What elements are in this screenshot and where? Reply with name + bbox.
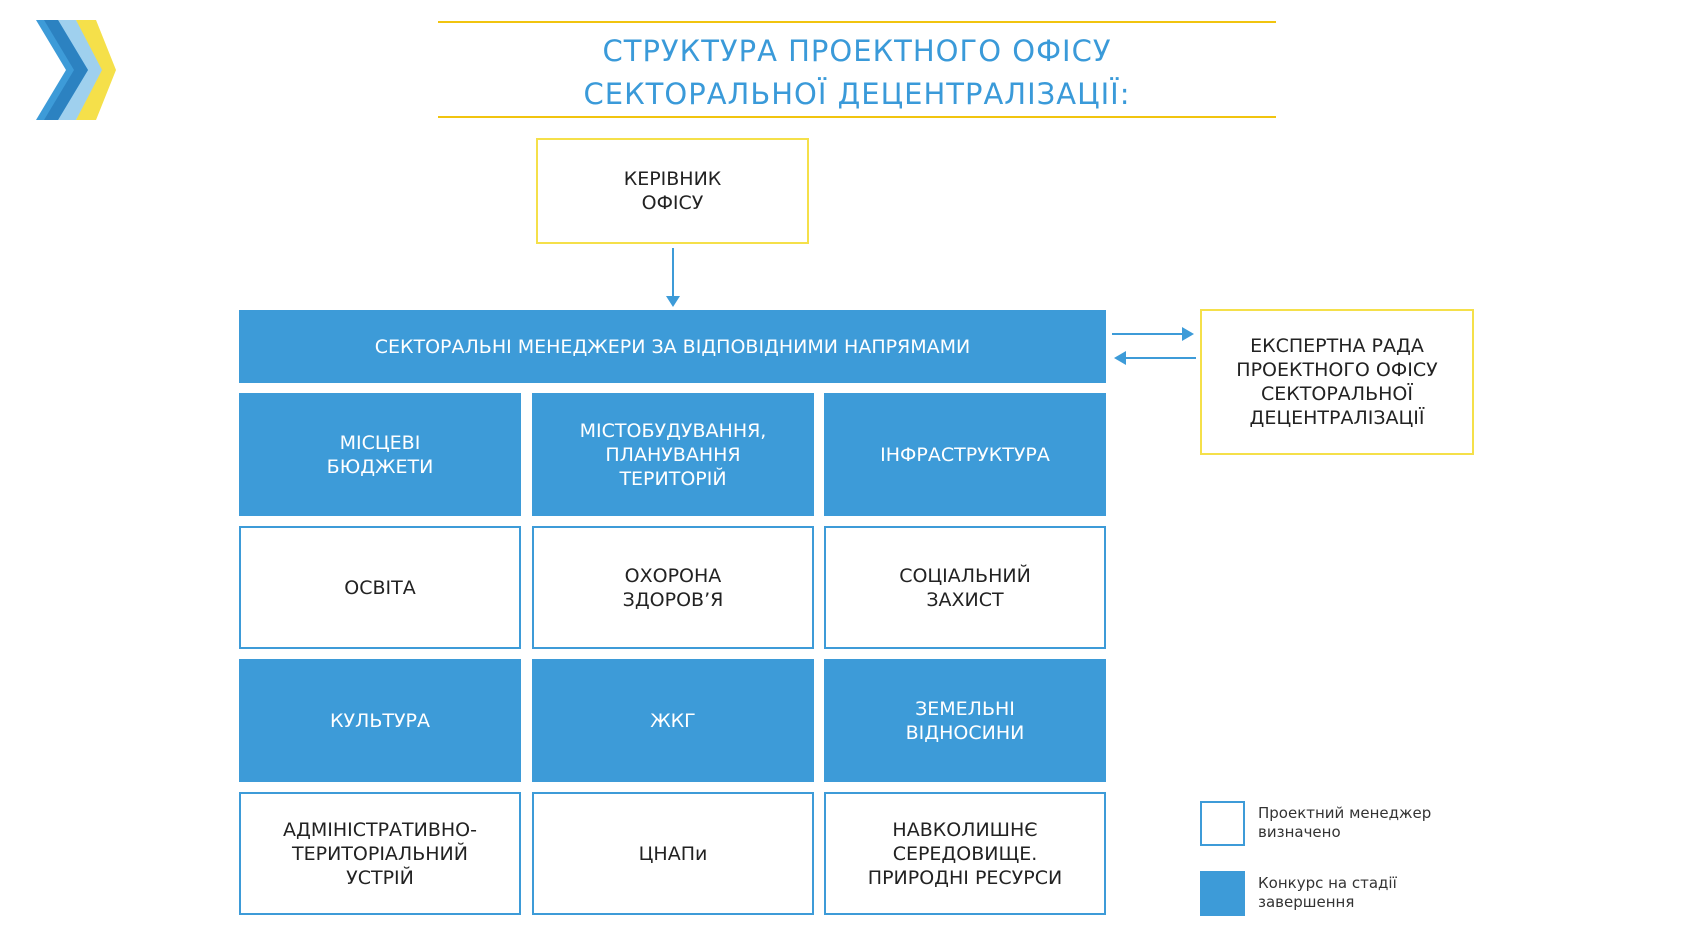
expert-council-box: ЕКСПЕРТНА РАДА ПРОЕКТНОГО ОФІСУ СЕКТОРАЛ… <box>1200 309 1474 455</box>
sector-cell: КУЛЬТУРА <box>239 659 521 782</box>
sector-cell: СОЦІАЛЬНИЙ ЗАХИСТ <box>824 526 1106 649</box>
sector-cell-label: ЖКГ <box>650 709 696 732</box>
sector-cell: ЖКГ <box>532 659 814 782</box>
legend-assigned-swatch <box>1200 801 1245 846</box>
page-title: СТРУКТУРА ПРОЕКТНОГО ОФІСУ СЕКТОРАЛЬНОЇ … <box>438 30 1276 116</box>
sector-cell-label: НАВКОЛИШНЄ СЕРЕДОВИЩЕ. ПРИРОДНІ РЕСУРСИ <box>867 818 1063 889</box>
legend-competition-label: Конкурс на стадії завершення <box>1258 874 1397 911</box>
sector-cell-label: КУЛЬТУРА <box>329 709 431 732</box>
sector-cell: АДМІНІСТРАТИВНО- ТЕРИТОРІАЛЬНИЙ УСТРІЙ <box>239 792 521 915</box>
title-bottom-rule <box>438 116 1276 118</box>
sector-cell-label: ІНФРАСТРУКТУРА <box>880 443 1050 466</box>
sector-cell-label: ЦНАПи <box>638 842 708 865</box>
sector-cell-label: ЗЕМЕЛЬНІ ВІДНОСИНИ <box>905 697 1025 744</box>
sector-cell: ОСВІТА <box>239 526 521 649</box>
legend-competition-swatch <box>1200 871 1245 916</box>
sector-cell-label: МІСТОБУДУВАННЯ, ПЛАНУВАННЯ ТЕРИТОРІЙ <box>579 419 767 490</box>
title-line-2: СЕКТОРАЛЬНОЇ ДЕЦЕНТРАЛІЗАЦІЇ: <box>583 77 1131 111</box>
sector-managers-bar: СЕКТОРАЛЬНІ МЕНЕДЖЕРИ ЗА ВІДПОВІДНИМИ НА… <box>239 310 1106 383</box>
sector-cell: ІНФРАСТРУКТУРА <box>824 393 1106 516</box>
head-of-office-label: КЕРІВНИК ОФІСУ <box>623 168 722 214</box>
title-top-rule <box>438 21 1276 23</box>
sector-cell-label: ОСВІТА <box>344 576 416 599</box>
sector-cell: МІСЦЕВІ БЮДЖЕТИ <box>239 393 521 516</box>
sector-cell-label: АДМІНІСТРАТИВНО- ТЕРИТОРІАЛЬНИЙ УСТРІЙ <box>282 818 477 889</box>
logo-chevron-icon <box>36 20 116 120</box>
sector-managers-label: СЕКТОРАЛЬНІ МЕНЕДЖЕРИ ЗА ВІДПОВІДНИМИ НА… <box>374 335 971 358</box>
sector-cell-label: МІСЦЕВІ БЮДЖЕТИ <box>326 431 434 478</box>
sector-cell-label: ОХОРОНА ЗДОРОВ’Я <box>622 564 724 611</box>
sector-cell: МІСТОБУДУВАННЯ, ПЛАНУВАННЯ ТЕРИТОРІЙ <box>532 393 814 516</box>
expert-council-label: ЕКСПЕРТНА РАДА ПРОЕКТНОГО ОФІСУ СЕКТОРАЛ… <box>1236 335 1438 429</box>
sector-cell: ОХОРОНА ЗДОРОВ’Я <box>532 526 814 649</box>
arrow-from-expert-tip <box>1114 351 1126 365</box>
sector-cell: ЗЕМЕЛЬНІ ВІДНОСИНИ <box>824 659 1106 782</box>
legend-assigned-label: Проектний менеджер визначено <box>1258 804 1432 841</box>
arrow-to-expert-tip <box>1182 327 1194 341</box>
sector-cell: НАВКОЛИШНЄ СЕРЕДОВИЩЕ. ПРИРОДНІ РЕСУРСИ <box>824 792 1106 915</box>
head-of-office-box: КЕРІВНИК ОФІСУ <box>536 138 809 244</box>
sector-cell: ЦНАПи <box>532 792 814 915</box>
title-line-1: СТРУКТУРА ПРОЕКТНОГО ОФІСУ <box>602 34 1112 68</box>
sector-cell-label: СОЦІАЛЬНИЙ ЗАХИСТ <box>899 564 1031 611</box>
arrow-head-to-managers-tip <box>666 296 680 307</box>
